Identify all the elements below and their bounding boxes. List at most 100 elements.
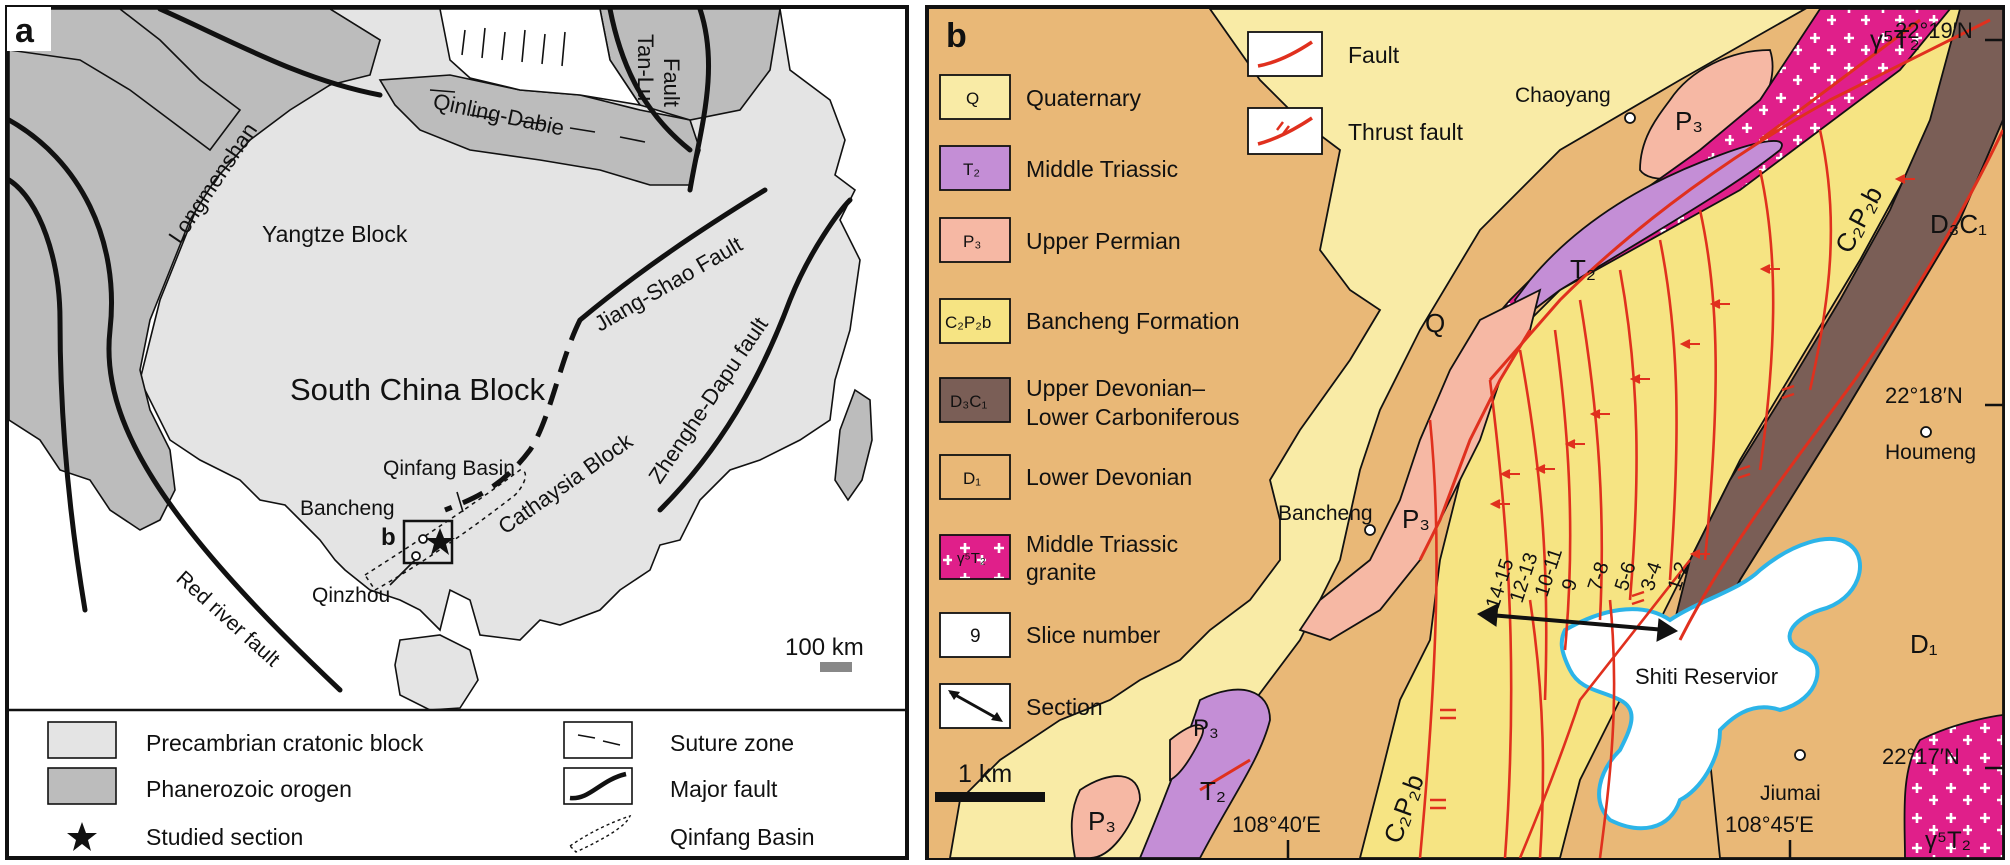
legend-d1-label: Lower Devonian — [1026, 464, 1192, 490]
phanerozoic-orogen-taiwan — [834, 388, 873, 502]
p3-mid-label: P₃ — [1402, 504, 1430, 534]
thrust-faults — [1199, 18, 2003, 792]
unit-p3-west — [1298, 288, 1542, 641]
unit-granite-br — [1903, 714, 2003, 858]
t2-bl-label: T₂ — [1200, 776, 1226, 806]
jiumai-label: Jiumai — [1760, 782, 1821, 805]
legend-p3-swatch — [939, 217, 1011, 263]
d3c1-label: D₃C₁ — [1930, 209, 1987, 239]
p3-bl2-label: P₃ — [1193, 715, 1219, 742]
legend-suture-swatch — [563, 721, 633, 759]
thrust-ticks — [1430, 384, 1795, 810]
legend-c2p2b-code: C₂P₂b — [945, 313, 991, 332]
qinfang-basin-label: Qinfang Basin — [383, 457, 515, 480]
sea-north — [439, 9, 642, 107]
section-line — [1477, 603, 1678, 642]
panel-a-letter: a — [15, 12, 35, 50]
tan-lu-label-2: Fault — [659, 58, 684, 107]
legend-t2-swatch — [939, 145, 1011, 191]
bancheng-label-b: Bancheng — [1278, 502, 1373, 525]
houmeng-label: Houmeng — [1885, 441, 1976, 464]
legend-precambrian-swatch — [47, 721, 117, 759]
legend-fault-swatch — [1247, 31, 1323, 77]
star-icon — [425, 528, 455, 555]
b-marker-label: b — [381, 524, 396, 551]
lon-108-45-label: 108°45′E — [1725, 812, 1814, 837]
p3-top-label: P₃ — [1675, 106, 1703, 136]
qinzhou-point — [411, 551, 421, 561]
bancheng-point-b — [1364, 524, 1376, 536]
legend-q-label: Quaternary — [1026, 85, 1142, 111]
slip-arrows — [1489, 174, 1915, 559]
legend-slice-code: 9 — [970, 626, 981, 647]
legend-d1-swatch — [939, 454, 1011, 500]
tan-lu-label-1: Tan-Lu — [633, 34, 658, 101]
legend-q-swatch — [939, 74, 1011, 120]
legend-b: Q Quaternary T₂ Middle Triassic P₃ Upper… — [935, 31, 1464, 802]
major-faults — [9, 9, 853, 693]
legend-d3c1-swatch — [939, 377, 1011, 423]
legend-granite-code: γ⁵T₂ — [957, 550, 986, 567]
yangtze-block-label: Yangtze Block — [262, 221, 408, 247]
panel-a-letter-bg — [7, 7, 51, 51]
label-leaders — [389, 491, 464, 586]
lat-22-17-label: 22°17′N — [1882, 744, 1960, 769]
panel-b: Chaoyang Q P₃ T₂ γ⁵T₂ C₂P₂b D₃C₁ Houmeng… — [925, 5, 2005, 860]
legend-granite-label-2: granite — [1026, 559, 1096, 585]
legend-studied-label: Studied section — [146, 824, 303, 850]
legend-star-icon — [67, 822, 97, 851]
scale-bar-b — [935, 792, 1045, 802]
legend-slice-label: Slice number — [1026, 622, 1161, 648]
shiti-reservoir — [1559, 537, 1862, 831]
scale-label-b: 1 km — [958, 760, 1012, 788]
legend-q-code: Q — [966, 89, 979, 108]
legend-major-fault-label: Major fault — [670, 776, 778, 802]
granite-br-label: γ⁵T₂ — [1925, 827, 1971, 854]
phanerozoic-orogen-nw — [9, 9, 242, 152]
legend-section-label: Section — [1026, 694, 1103, 720]
unit-t2-band — [1514, 140, 1783, 322]
scale-label-a: 100 km — [785, 634, 864, 661]
faults — [1418, 129, 1833, 858]
coordinate-ticks — [1286, 38, 2003, 858]
legend-d3c1-label-2: Lower Carboniferous — [1026, 404, 1240, 430]
panel-b-letter: b — [946, 17, 967, 55]
legend-granite-label-1: Middle Triassic — [1026, 531, 1178, 557]
legend-t2-label: Middle Triassic — [1026, 156, 1178, 182]
legend-phanerozoic-label: Phanerozoic orogen — [146, 776, 352, 802]
south-china-block-label: South China Block — [290, 372, 546, 407]
phanerozoic-orogen-west — [9, 9, 381, 531]
jiang-shao-fault-dashed — [444, 318, 583, 513]
chaoyang-label: Chaoyang — [1515, 84, 1611, 107]
jiumai-point — [1794, 749, 1806, 761]
unit-p3-bl1 — [1070, 775, 1141, 858]
bancheng-label: Bancheng — [300, 497, 395, 520]
legend-p3-label: Upper Permian — [1026, 228, 1181, 254]
qinzhou-label: Qinzhou — [312, 584, 390, 607]
lon-108-40-label: 108°40′E — [1232, 812, 1321, 837]
unit-quaternary — [949, 9, 1807, 858]
legend-fault-label: Fault — [1348, 42, 1400, 68]
legend-d3c1-code: D₃C₁ — [950, 392, 987, 411]
legend-phanerozoic-swatch — [47, 767, 117, 805]
legend-precambrian-label: Precambrian cratonic block — [146, 730, 424, 756]
legend-c2p2b-label: Bancheng Formation — [1026, 308, 1240, 334]
houmeng-point — [1920, 426, 1932, 438]
panel-a: Tan-Lu Fault Qinling-Dabie Longmenshan Y… — [5, 5, 909, 860]
suture-dashes — [429, 27, 646, 143]
shiti-reservoir-label: Shiti Reservior — [1635, 664, 1778, 689]
legend-basin-label: Qinfang Basin — [670, 824, 814, 850]
granite-top-label: γ⁵T₂ — [1870, 24, 1920, 54]
legend-a: Precambrian cratonic block Phanerozoic o… — [47, 721, 814, 853]
legend-t2-code: T₂ — [963, 160, 980, 179]
legend-c2p2b-swatch — [939, 298, 1011, 344]
bancheng-point — [418, 534, 428, 544]
scale-bar-a — [820, 662, 852, 672]
legend-basin-swatch — [568, 814, 632, 853]
legend-d1-code: D₁ — [963, 469, 981, 488]
legend-granite-swatch — [939, 534, 1011, 580]
phanerozoic-orogen-hainan — [394, 634, 479, 709]
legend-p3-code: P₃ — [963, 232, 981, 251]
legend-thrust-label: Thrust fault — [1348, 119, 1464, 145]
legend-section-arrow-icon — [949, 690, 1001, 722]
